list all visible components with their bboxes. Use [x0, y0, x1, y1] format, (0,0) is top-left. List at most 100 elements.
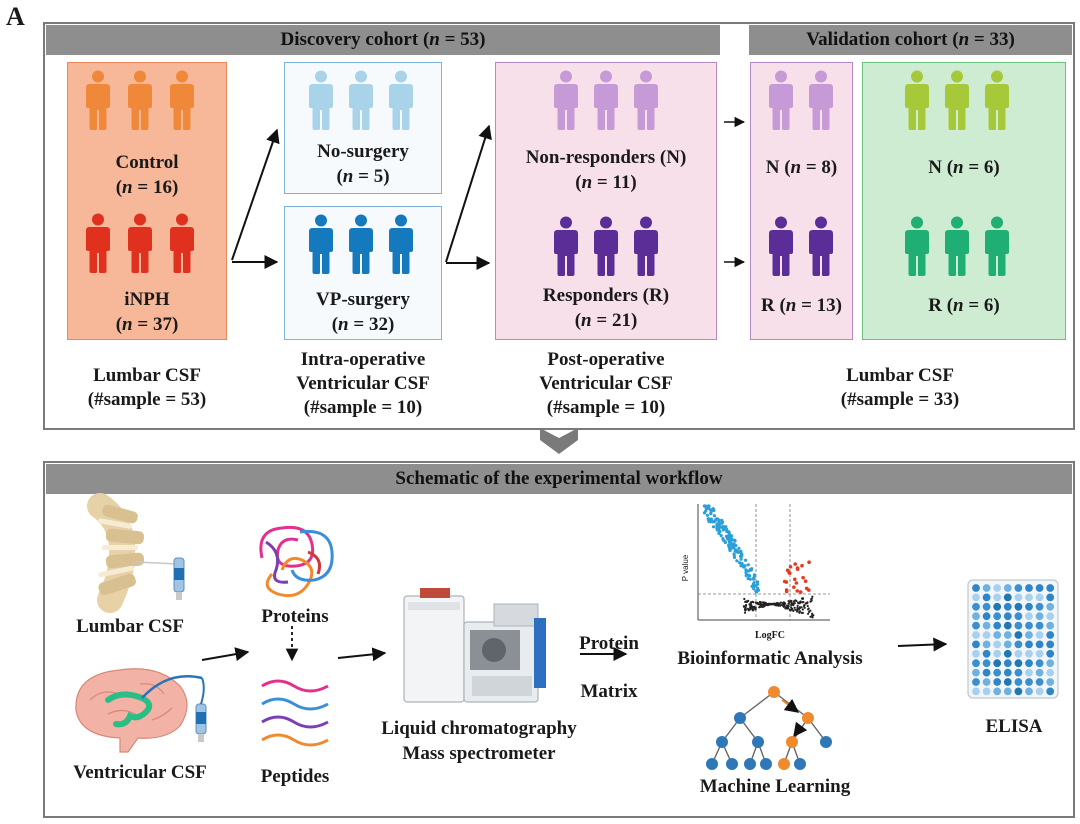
- volcano-point: [804, 586, 809, 591]
- elisa-well: [1003, 668, 1012, 677]
- volcano-point: [796, 606, 799, 609]
- volcano-point: [754, 606, 757, 609]
- volcano-point: [765, 603, 768, 606]
- volcano-point: [811, 595, 814, 598]
- elisa-well: [982, 631, 991, 639]
- volcano-point: [811, 614, 814, 617]
- volcano-point: [809, 615, 812, 618]
- volcano-point: [763, 603, 766, 606]
- elisa-well: [1025, 602, 1033, 611]
- elisa-well: [982, 659, 991, 668]
- volcano-plot: P value: [681, 504, 830, 621]
- volcano-point: [795, 566, 800, 570]
- volcano-point: [732, 555, 737, 559]
- elisa-well: [1046, 621, 1055, 630]
- elisa-well: [1003, 631, 1012, 639]
- validation-lumbar-caption: Lumbar CSF (#sample = 33): [840, 365, 960, 410]
- elisa-well: [1046, 687, 1055, 696]
- volcano-point: [798, 602, 801, 605]
- volcano-point: [728, 533, 732, 537]
- volcano-point: [724, 534, 729, 538]
- volcano-point: [739, 564, 743, 568]
- peptides-illustration: [261, 679, 329, 747]
- volcano-point: [779, 601, 783, 604]
- volcano-point: [807, 608, 810, 611]
- volcano-point: [794, 581, 799, 585]
- elisa-well: [1025, 593, 1033, 602]
- volcano-point: [802, 605, 806, 608]
- validation-cohort-header: Validation cohort (n = 33): [749, 25, 1072, 55]
- volcano-point: [806, 604, 809, 608]
- volcano-point: [759, 603, 762, 606]
- no-surgery-label: No-surgery (n = 5): [317, 141, 409, 187]
- elisa-well: [1035, 668, 1044, 677]
- elisa-well: [1003, 659, 1012, 668]
- elisa-plate-illustration: [967, 579, 1059, 699]
- elisa-well: [1035, 612, 1044, 621]
- volcano-point: [709, 517, 713, 521]
- volcano-point: [729, 538, 733, 542]
- elisa-well: [972, 668, 980, 677]
- elisa-well: [1014, 593, 1023, 602]
- lcms-label: Liquid chromatography Mass spectrometer: [381, 718, 577, 764]
- elisa-well: [982, 640, 991, 649]
- elisa-well: [993, 612, 1002, 621]
- volcano-point: [803, 579, 808, 583]
- elisa-well: [1035, 687, 1044, 696]
- volcano-point: [810, 597, 813, 600]
- volcano-point: [749, 606, 752, 609]
- bioinformatic-analysis-label: Bioinformatic Analysis: [677, 648, 863, 669]
- chevron-down-icon: [540, 428, 578, 454]
- validation-n-green-label: N (n = 6): [928, 157, 1000, 178]
- volcano-point: [721, 525, 725, 530]
- volcano-point: [776, 601, 779, 605]
- control-label: Control (n = 16): [115, 152, 179, 198]
- volcano-point: [711, 507, 715, 511]
- volcano-point: [755, 580, 760, 584]
- volcano-point: [743, 564, 747, 568]
- volcano-point: [787, 602, 790, 605]
- elisa-well: [972, 649, 980, 658]
- elisa-well: [1003, 602, 1012, 611]
- volcano-point: [783, 602, 786, 606]
- volcano-point: [738, 561, 742, 565]
- volcano-point: [750, 567, 754, 571]
- protein-matrix-label: Protein Matrix: [579, 633, 639, 702]
- elisa-well: [1046, 631, 1055, 639]
- volcano-point: [796, 604, 799, 607]
- elisa-well: [1014, 687, 1023, 696]
- volcano-y-label: P value: [681, 554, 690, 581]
- peptides-label: Peptides: [260, 766, 330, 787]
- volcano-point: [806, 601, 809, 604]
- volcano-point: [719, 534, 723, 538]
- ventricular-csf-label: Ventricular CSF: [73, 762, 207, 783]
- elisa-well: [1025, 584, 1033, 592]
- volcano-point: [796, 608, 799, 611]
- volcano-point: [745, 600, 748, 603]
- volcano-point: [809, 600, 812, 603]
- elisa-well: [1003, 612, 1012, 621]
- elisa-well: [972, 640, 980, 649]
- elisa-well: [1046, 649, 1055, 658]
- volcano-point: [794, 608, 797, 611]
- elisa-well: [1014, 631, 1023, 639]
- elisa-well: [1035, 584, 1044, 592]
- volcano-x-label: LogFC: [755, 630, 785, 641]
- volcano-point: [773, 603, 777, 606]
- volcano-point: [748, 574, 752, 578]
- volcano-point: [740, 553, 744, 557]
- volcano-point: [793, 562, 797, 566]
- volcano-point: [742, 605, 746, 608]
- elisa-well: [972, 593, 980, 602]
- volcano-point: [801, 575, 805, 580]
- elisa-well: [993, 593, 1002, 602]
- elisa-well: [1014, 621, 1023, 630]
- elisa-well: [1014, 649, 1023, 658]
- validation-n-purple-label: N (n = 8): [765, 157, 838, 178]
- proteins-illustration: [259, 525, 334, 598]
- elisa-well: [1035, 649, 1044, 658]
- volcano-point: [792, 585, 796, 589]
- volcano-point: [811, 612, 814, 615]
- elisa-well: [1035, 678, 1044, 686]
- volcano-point: [727, 545, 731, 549]
